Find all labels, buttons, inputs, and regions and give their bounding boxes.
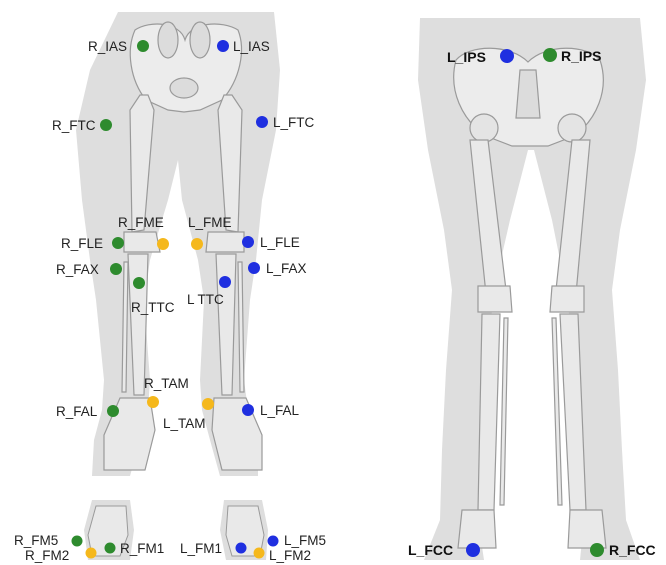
marker-dot	[217, 40, 229, 52]
marker-dot	[543, 48, 557, 62]
marker-label: L TTC	[187, 292, 224, 307]
back-right-knee	[550, 286, 584, 312]
marker-dot	[500, 49, 514, 63]
marker-dot	[268, 536, 279, 547]
marker-label: L_FLE	[260, 235, 300, 250]
marker-label: L_FAL	[260, 403, 300, 418]
marker-label: L_IPS	[447, 49, 486, 65]
marker-dot	[110, 263, 122, 275]
marker-label: R_FME	[118, 215, 164, 230]
marker-label: L_IAS	[233, 39, 270, 54]
left-foot	[212, 398, 262, 470]
marker-dot	[254, 548, 265, 559]
marker-l-fcc: L_FCC	[408, 542, 480, 558]
marker-label: L_FM1	[180, 541, 222, 556]
marker-dot	[86, 548, 97, 559]
marker-dot	[137, 40, 149, 52]
marker-label: R_FM2	[25, 548, 69, 563]
marker-dot	[107, 405, 119, 417]
marker-dot	[105, 543, 116, 554]
left-knee	[206, 232, 244, 252]
marker-label: L_FM2	[269, 548, 311, 563]
marker-dot	[248, 262, 260, 274]
marker-dot	[202, 398, 214, 410]
marker-r-fcc: R_FCC	[590, 542, 656, 558]
marker-r-fm2: R_FM2	[25, 548, 97, 564]
marker-l-fax: L_FAX	[248, 261, 307, 276]
marker-l-fm2: L_FM2	[254, 548, 312, 564]
marker-label: L_TAM	[163, 416, 206, 431]
marker-dot	[72, 536, 83, 547]
marker-r-ips: R_IPS	[543, 48, 601, 64]
marker-label: R_FTC	[52, 118, 96, 133]
marker-dot	[191, 238, 203, 250]
marker-label: R_FLE	[61, 236, 103, 251]
marker-dot	[242, 236, 254, 248]
marker-label: R_TAM	[144, 376, 189, 391]
back-left-heel	[458, 510, 496, 548]
marker-l-fm5: L_FM5	[268, 533, 327, 548]
right-knee	[124, 232, 160, 252]
back-right-heel	[568, 510, 606, 548]
marker-dot	[256, 116, 268, 128]
marker-label: R_FCC	[609, 542, 656, 558]
marker-label: L_FCC	[408, 542, 453, 558]
marker-label: R_IPS	[561, 48, 601, 64]
marker-dot	[466, 543, 480, 557]
marker-dot	[590, 543, 604, 557]
marker-r-fm5: R_FM5	[14, 533, 83, 548]
back-view	[418, 18, 646, 560]
marker-dot	[133, 277, 145, 289]
back-left-tibia	[478, 314, 500, 510]
marker-dot	[157, 238, 169, 250]
marker-label: L_FTC	[273, 115, 315, 130]
marker-dot	[242, 404, 254, 416]
marker-label: L_FAX	[266, 261, 307, 276]
back-left-knee	[478, 286, 512, 312]
marker-dot	[147, 396, 159, 408]
marker-label: L_FM5	[284, 533, 326, 548]
back-right-fibula	[552, 318, 562, 505]
marker-dot	[236, 543, 247, 554]
back-left-fibula	[500, 318, 508, 505]
marker-label: R_FM5	[14, 533, 58, 548]
marker-dot	[219, 276, 231, 288]
marker-dot	[112, 237, 124, 249]
marker-r-tam: R_TAM	[144, 376, 189, 408]
marker-label: R_FM1	[120, 541, 164, 556]
marker-label: R_FAX	[56, 262, 99, 277]
marker-dot	[100, 119, 112, 131]
marker-label: R_IAS	[88, 39, 127, 54]
marker-label: R_FAL	[56, 404, 98, 419]
marker-label: L_FME	[188, 215, 232, 230]
marker-label: R_TTC	[131, 300, 175, 315]
